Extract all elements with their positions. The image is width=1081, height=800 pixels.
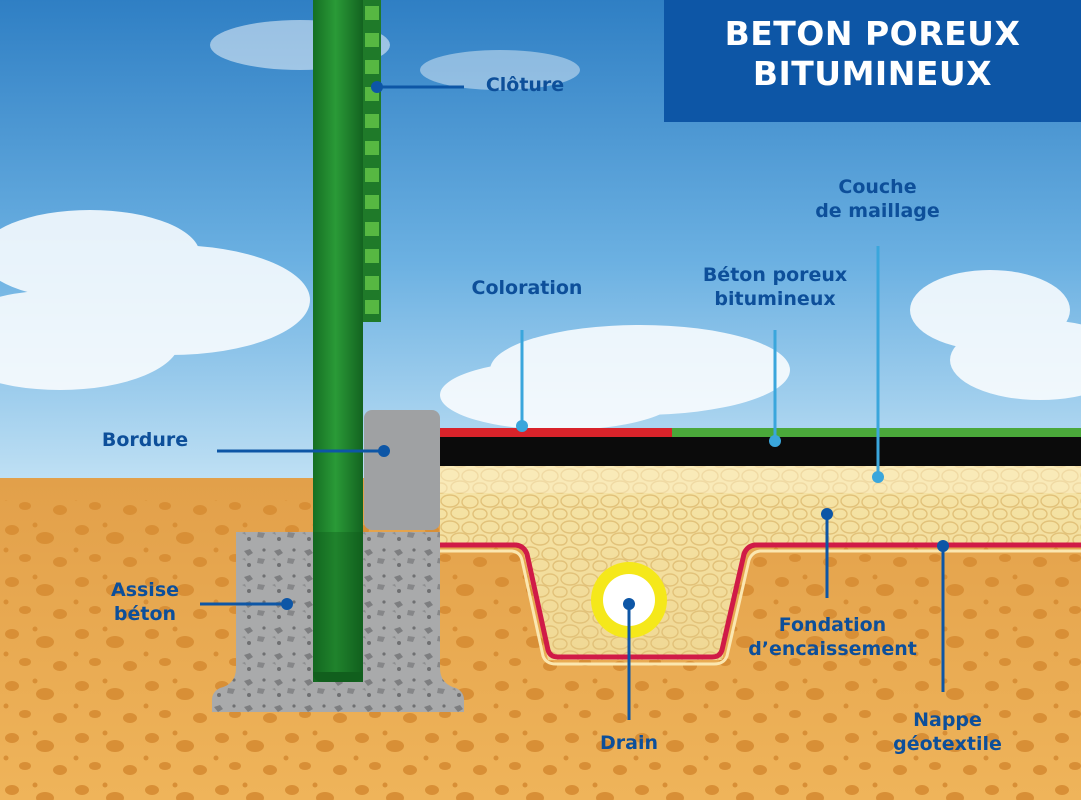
kerb-block	[364, 410, 440, 530]
label-couche-line-2: de maillage	[815, 200, 940, 222]
coloration-strip	[440, 428, 672, 437]
label-couche-line-1: Couche	[838, 176, 917, 198]
title-line-2: BITUMINEUX	[752, 54, 993, 93]
fence-mesh	[363, 0, 381, 322]
label-assise-line-2: béton	[113, 603, 177, 625]
title-line-1: BETON POREUX	[724, 14, 1021, 53]
geotextile-edge	[440, 549, 1081, 666]
label-beton-line-2: bitumineux	[714, 288, 836, 310]
label-couche-de-maillage: Couche de maillage	[800, 175, 955, 223]
label-assise-beton: Assise béton	[95, 578, 195, 626]
label-assise-line-1: Assise	[110, 579, 180, 601]
clouds	[0, 20, 1081, 430]
label-fondation: Fondation d’encaissement	[740, 613, 925, 661]
label-nappe-geotextile: Nappe géotextile	[880, 708, 1015, 756]
geotextile-line	[440, 542, 1081, 660]
label-cloture-text: Clôture	[485, 74, 565, 96]
fence-pole	[313, 0, 363, 682]
label-beton-line-1: Béton poreux	[702, 264, 848, 286]
label-cloture: Clôture	[480, 73, 570, 97]
diagram-title: BETON POREUX BITUMINEUX	[664, 14, 1081, 94]
asphalt-layer	[440, 437, 1081, 466]
label-nappe-line-1: Nappe	[913, 709, 982, 731]
label-drain-text: Drain	[599, 732, 658, 754]
fence-pole-end	[313, 672, 363, 682]
label-drain: Drain	[584, 731, 674, 755]
label-bordure: Bordure	[95, 428, 195, 452]
label-coloration-text: Coloration	[471, 277, 583, 299]
fence-pole-embedded	[313, 532, 363, 682]
label-beton-poreux: Béton poreux bitumineux	[690, 263, 860, 311]
title-banner: BETON POREUX BITUMINEUX	[664, 0, 1081, 122]
leader-lines	[200, 81, 949, 720]
label-bordure-text: Bordure	[101, 429, 189, 451]
label-fondation-line-2: d’encaissement	[748, 638, 917, 660]
mesh-layer	[440, 465, 1081, 493]
label-coloration: Coloration	[462, 276, 592, 300]
label-fondation-line-1: Fondation	[778, 614, 887, 636]
label-nappe-line-2: géotextile	[893, 733, 1002, 755]
